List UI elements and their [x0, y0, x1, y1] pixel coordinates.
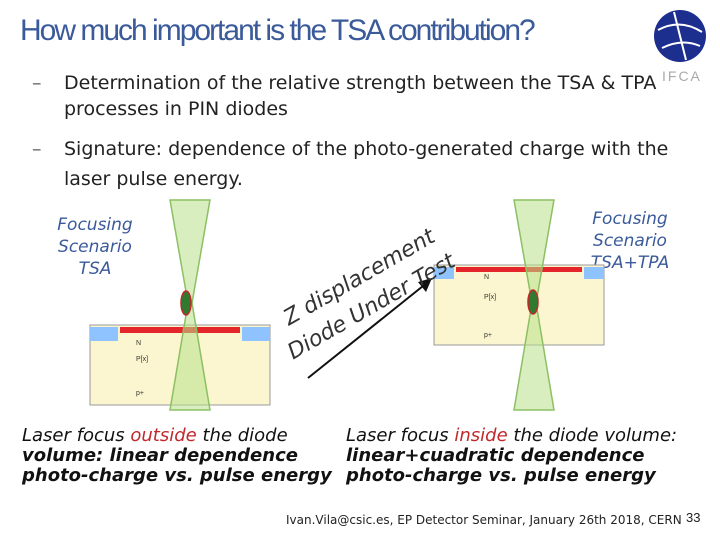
svg-text:p+: p+ [484, 332, 492, 339]
diode-diagram-left: N P[x] p+ [89, 199, 271, 411]
caption-left: Laser focus outside the diode volume: li… [22, 425, 332, 486]
slide-title: How much important is the TSA contributi… [20, 14, 536, 47]
z-displacement-arrow [307, 278, 432, 379]
bullet-1: – Determination of the relative strength… [32, 72, 657, 120]
scenario-right-label: Focusing Scenario TSA+TPA [590, 209, 670, 273]
svg-text:N: N [484, 274, 489, 281]
footer: Ivan.Vila@csic.es, EP Detector Seminar, … [286, 513, 682, 527]
svg-text:P[x]: P[x] [136, 356, 148, 363]
svg-text:N: N [136, 340, 141, 347]
scenario-left-label: Focusing Scenario TSA [57, 215, 133, 279]
caption-right: Laser focus inside the diode volume: lin… [346, 425, 678, 486]
bullet-2: – Signature: dependence of the photo-gen… [32, 138, 669, 190]
diode-diagram-right: N P[x] p+ [433, 199, 605, 411]
svg-text:P[x]: P[x] [484, 294, 496, 301]
logo-text: IFCA [662, 68, 702, 84]
svg-text:p+: p+ [136, 390, 144, 397]
ifca-logo-icon [654, 10, 706, 62]
page-number: 33 [686, 510, 701, 525]
